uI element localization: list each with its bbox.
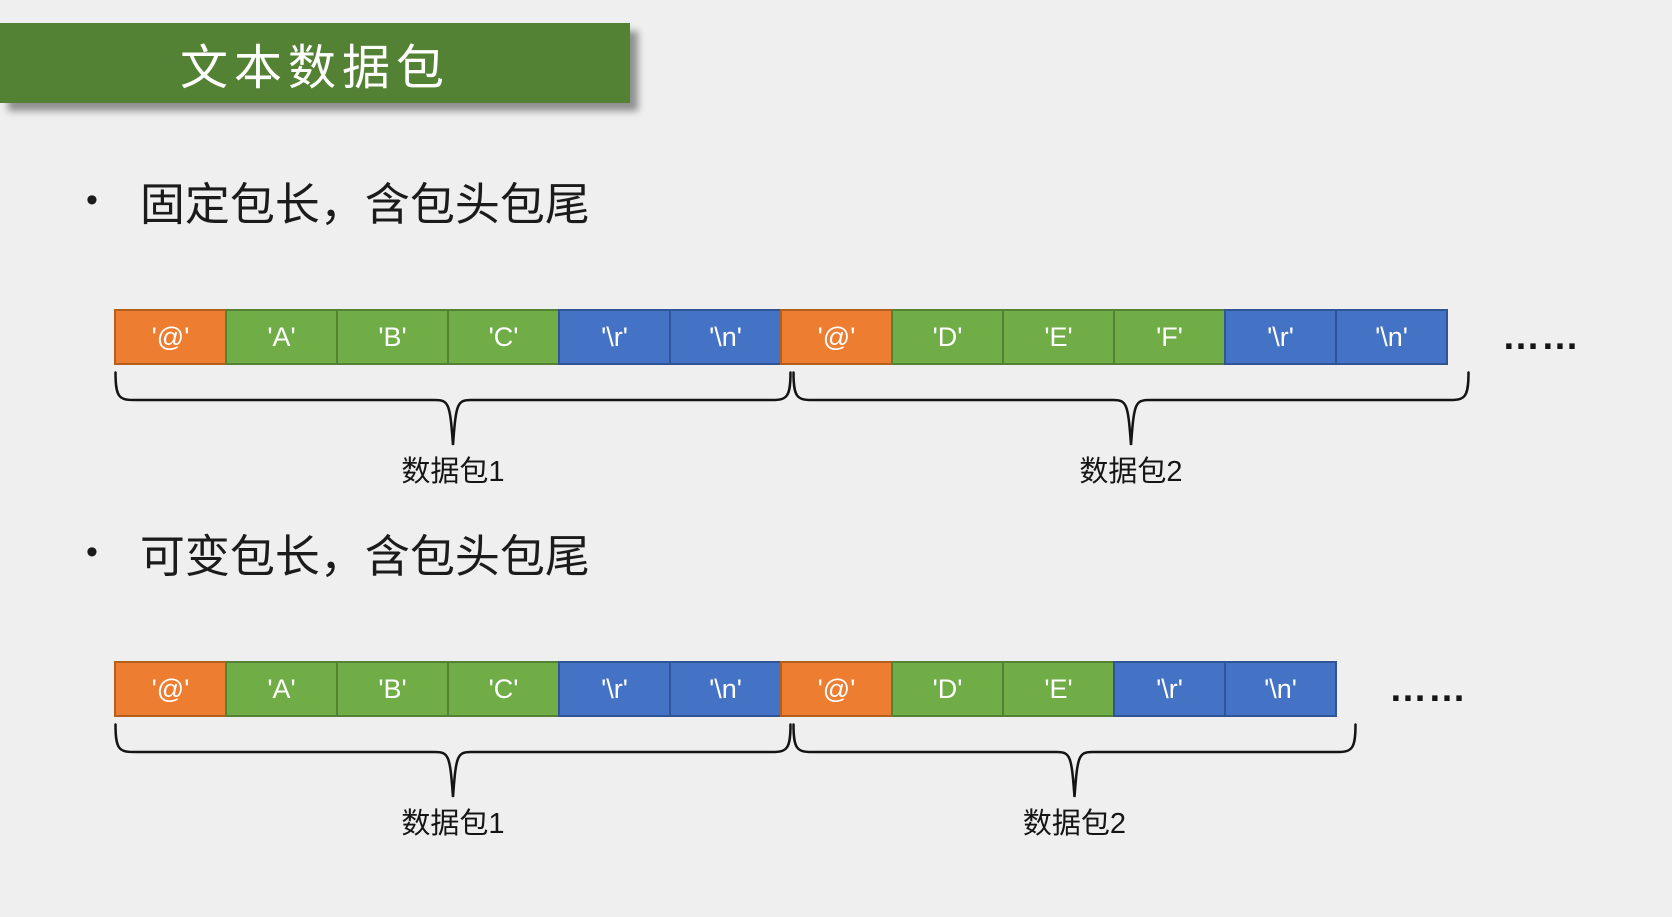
bullet-icon: • [86,533,98,571]
packet-cell: '@' [114,309,227,365]
ellipsis-1: …… [1502,315,1580,358]
underbrace [792,723,1357,798]
bullet-line-1: • 固定包长，含包头包尾 [86,168,590,233]
packet-cell: '\r' [1224,309,1337,365]
packet-cell: '\r' [1113,661,1226,717]
packet-cell: '\n' [669,309,782,365]
brace-label: 数据包2 [1079,456,1183,488]
bullet-icon: • [86,181,98,219]
brace-label: 数据包2 [1022,808,1127,840]
section-heading-1: 固定包长，含包头包尾 [139,179,590,230]
packet-cell: '\n' [1224,661,1337,717]
section-heading-2: 可变包长，含包头包尾 [139,531,590,582]
underbrace [792,371,1470,446]
packet-row-1: '@''A''B''C''\r''\n''@''D''E''F''\r''\n' [114,309,1448,365]
packet-cell: '@' [780,309,893,365]
packet-cell: '@' [780,661,893,717]
packet-cell: 'B' [336,661,449,717]
packet-cell: '\r' [558,309,671,365]
packet-cell: '@' [114,661,227,717]
packet-cell: 'B' [336,309,449,365]
brace-label: 数据包1 [401,808,505,840]
packet-cell: 'D' [891,661,1004,717]
brace-label: 数据包1 [401,456,505,488]
packet-cell: 'A' [225,309,338,365]
packet-cell: 'D' [891,309,1004,365]
packet-cell: 'A' [225,661,338,717]
underbrace [114,723,792,798]
underbrace [114,371,792,446]
packet-cell: 'C' [447,309,560,365]
packet-cell: 'C' [447,661,560,717]
bullet-line-2: • 可变包长，含包头包尾 [86,520,590,585]
packet-cell: 'E' [1002,309,1115,365]
packet-cell: 'E' [1002,661,1115,717]
title-bar: 文本数据包 [0,23,630,103]
ellipsis-2: …… [1389,667,1467,710]
packet-cell: 'F' [1113,309,1226,365]
packet-cell: '\r' [558,661,671,717]
slide-title: 文本数据包 [179,42,450,95]
packet-cell: '\n' [669,661,782,717]
packet-row-2: '@''A''B''C''\r''\n''@''D''E''\r''\n' [114,661,1337,717]
packet-cell: '\n' [1335,309,1448,365]
